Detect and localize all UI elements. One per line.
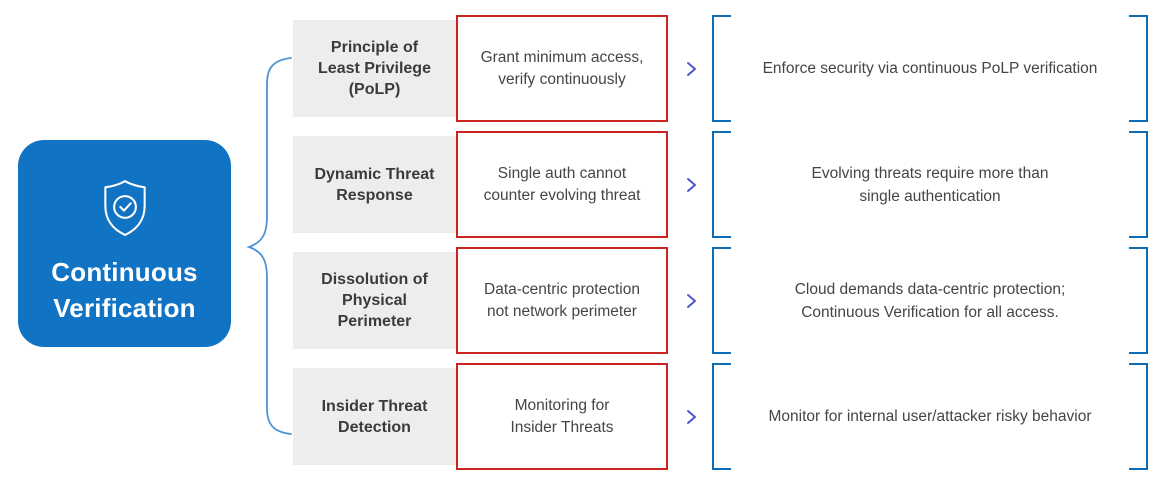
row-dynamic-threat: Dynamic Threat Response Single auth cann…: [293, 131, 1163, 238]
shield-check-icon: [103, 180, 146, 236]
detail-group-polp: Enforce security via continuous PoLP ver…: [712, 15, 1148, 122]
flow-arrow-icon: [674, 247, 702, 354]
label-text: Dissolution of Physical Perimeter: [321, 271, 428, 330]
right-bracket: [1129, 15, 1148, 122]
flow-arrow-icon: [674, 131, 702, 238]
flow-arrow-icon: [674, 15, 702, 122]
left-bracket: [712, 15, 731, 122]
label-text: Principle of Least Privilege (PoLP): [318, 39, 431, 98]
right-bracket: [1129, 247, 1148, 354]
label-text: Insider Threat Detection: [321, 397, 428, 436]
summary-box-insider-threat: Monitoring for Insider Threats: [456, 363, 668, 470]
flow-arrow-icon: [674, 363, 702, 470]
label-box-polp: Principle of Least Privilege (PoLP): [293, 20, 456, 117]
continuous-verification-card: Continuous Verification: [18, 140, 231, 347]
detail-text: Monitor for internal user/attacker risky…: [768, 408, 1092, 425]
detail-group-dynamic-threat: Evolving threats require more than singl…: [712, 131, 1148, 238]
curly-brace-connector: [246, 57, 292, 435]
summary-box-physical-perimeter: Data-centric protection not network peri…: [456, 247, 668, 354]
summary-box-polp: Grant minimum access, verify continuousl…: [456, 15, 668, 122]
detail-group-physical-perimeter: Cloud demands data-centric protection; C…: [712, 247, 1148, 354]
label-box-physical-perimeter: Dissolution of Physical Perimeter: [293, 252, 456, 349]
summary-text: Data-centric protection not network peri…: [484, 280, 640, 320]
detail-text: Cloud demands data-centric protection; C…: [794, 280, 1066, 321]
left-bracket: [712, 363, 731, 470]
row-polp: Principle of Least Privilege (PoLP) Gran…: [293, 15, 1163, 122]
summary-box-dynamic-threat: Single auth cannot counter evolving thre…: [456, 131, 668, 238]
detail-text: Enforce security via continuous PoLP ver…: [762, 60, 1098, 77]
left-bracket: [712, 131, 731, 238]
left-bracket: [712, 247, 731, 354]
row-insider-threat: Insider Threat Detection Monitoring for …: [293, 363, 1163, 470]
detail-group-insider-threat: Monitor for internal user/attacker risky…: [712, 363, 1148, 470]
summary-text: Grant minimum access, verify continuousl…: [480, 48, 644, 88]
right-bracket: [1129, 131, 1148, 238]
diagram-root-title: Continuous Verification: [51, 257, 198, 323]
label-text: Dynamic Threat Response: [314, 165, 435, 204]
detail-text: Evolving threats require more than singl…: [811, 164, 1049, 205]
right-bracket: [1129, 363, 1148, 470]
label-box-dynamic-threat: Dynamic Threat Response: [293, 136, 456, 233]
summary-text: Monitoring for Insider Threats: [510, 396, 614, 436]
label-box-insider-threat: Insider Threat Detection: [293, 368, 456, 465]
row-physical-perimeter: Dissolution of Physical Perimeter Data-c…: [293, 247, 1163, 354]
summary-text: Single auth cannot counter evolving thre…: [483, 164, 641, 204]
